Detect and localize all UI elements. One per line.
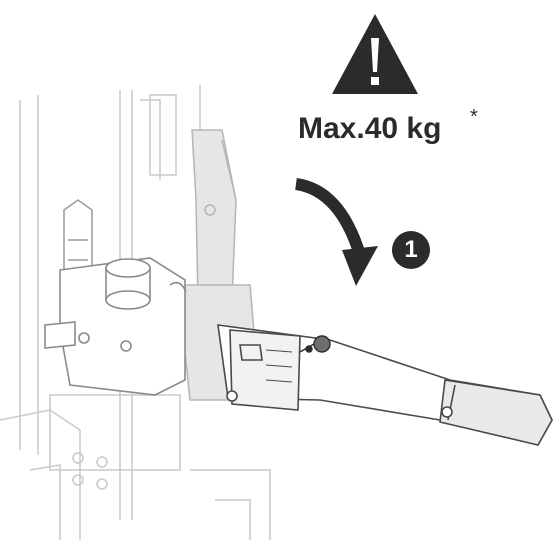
frame-column [0, 85, 271, 540]
curved-arrow-down-icon [294, 178, 378, 286]
max-load-label: Max.40 kg [298, 112, 442, 145]
clamp-housing [44, 257, 187, 396]
warning-triangle-icon [332, 14, 418, 94]
footnote-marker: * [470, 106, 478, 128]
key-icon [299, 335, 331, 353]
handle-lowered [217, 324, 553, 446]
step-number-badge: 1 [392, 231, 430, 269]
